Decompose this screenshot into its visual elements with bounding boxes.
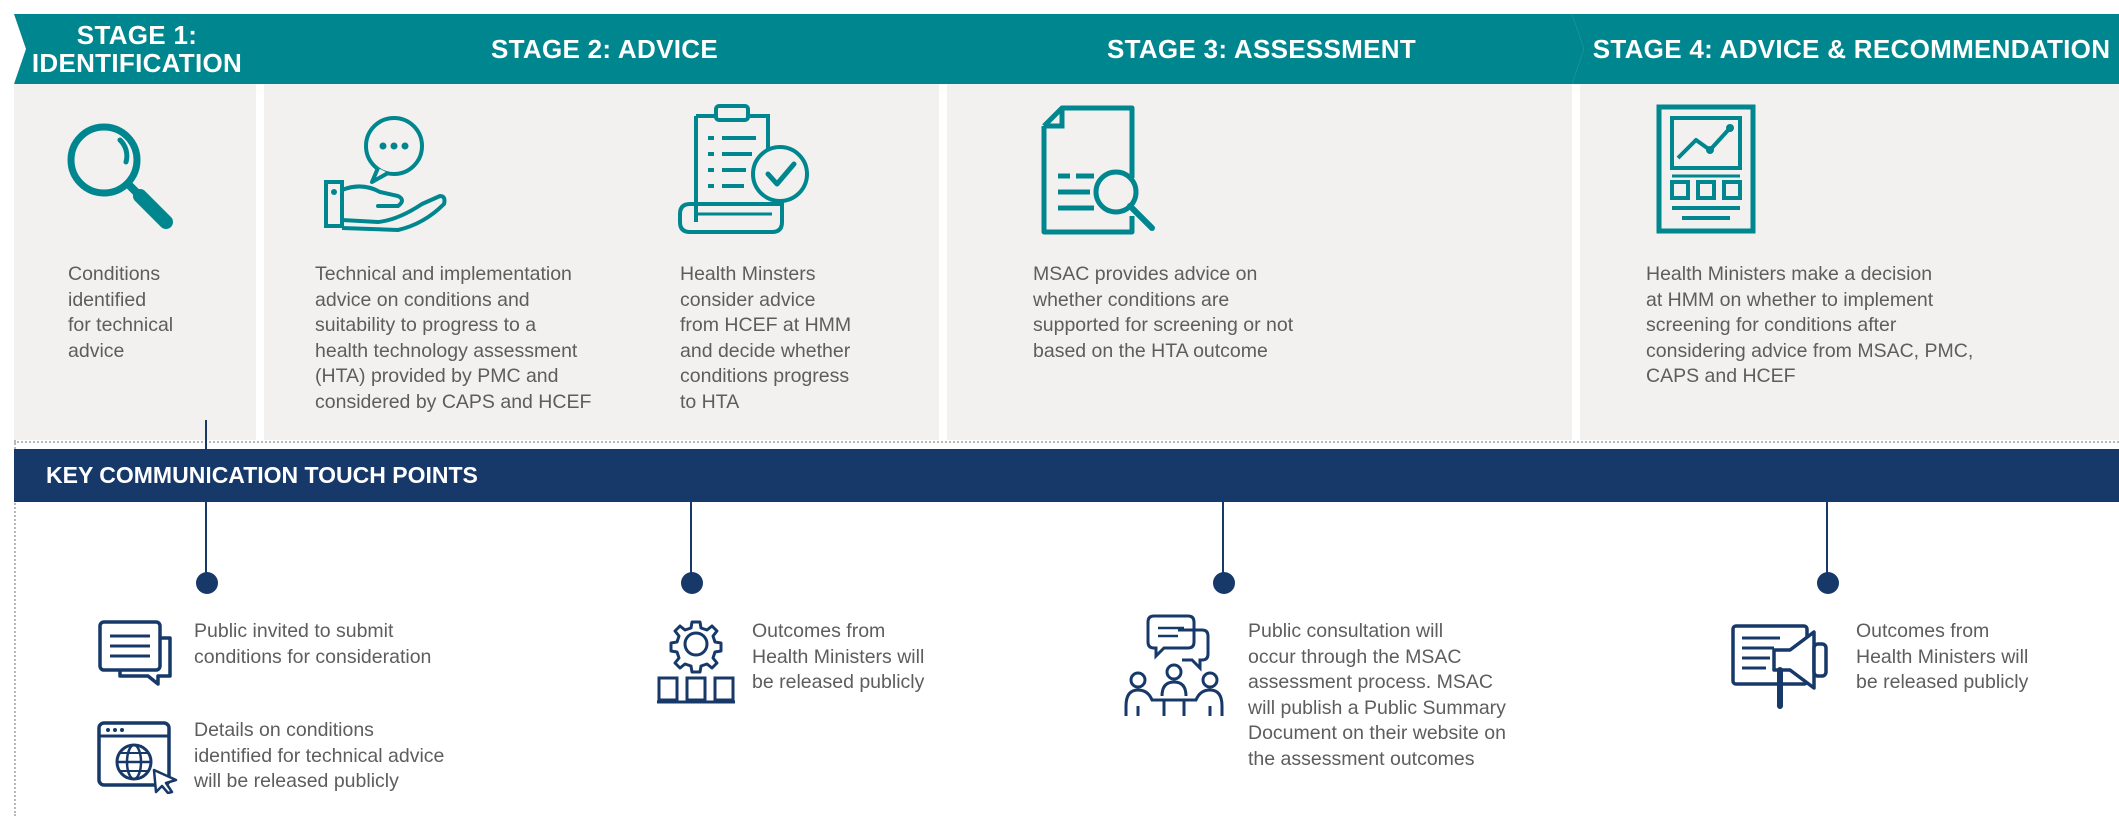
stage-1-title-line2: IDENTIFICATION <box>31 48 243 78</box>
description-line: Health Ministers make a decision <box>1646 263 1933 285</box>
gear-buildings-icon <box>657 620 735 704</box>
stage-1-header: STAGE 1: IDENTIFICATION <box>14 14 272 84</box>
description-line: based on the HTA outcome <box>1033 339 1268 362</box>
touch-point-line: Outcomes from <box>1856 620 1990 642</box>
stage-2-description-b: Health Minsters consider advice from HCE… <box>680 262 851 415</box>
connector-dot <box>196 572 218 594</box>
description-line: for technical <box>68 314 174 336</box>
description-line: from HCEF at HMM <box>680 314 852 336</box>
description-line: consider advice <box>680 288 816 311</box>
touch-point-line: Public invited to submit <box>194 620 394 642</box>
touch-point-line: Document on their website on <box>1248 722 1506 744</box>
touch-point-line: conditions for consideration <box>194 645 432 668</box>
megaphone-report-icon <box>1731 624 1828 709</box>
clipboard-checklist-icon <box>678 104 809 234</box>
hand-speech-bubble-icon <box>324 116 447 232</box>
touch-points-bar <box>14 449 2119 502</box>
description-line: considered by CAPS and HCEF <box>315 390 592 413</box>
stage-2-title: STAGE 2: ADVICE <box>491 34 718 64</box>
stage-2-panel <box>264 84 939 440</box>
touch-point-text-4: Public consultation will occur through t… <box>1248 619 1506 772</box>
magnifier-icon <box>67 123 173 229</box>
touch-point-text-2: Details on conditions identified for tec… <box>194 718 444 795</box>
report-chart-icon <box>1656 104 1756 234</box>
stage-3-panel <box>947 84 1572 440</box>
touch-point-line: be released publicly <box>752 671 925 693</box>
stage-4-panel <box>1580 84 2119 440</box>
description-line: conditions progress <box>680 365 850 387</box>
description-line: (HTA) provided by PMC and <box>315 365 559 387</box>
description-line: Technical and implementation <box>315 263 572 285</box>
stage-1-description: Conditions identified for technical advi… <box>68 262 173 364</box>
stage-4-title: STAGE 4: ADVICE & RECOMMENDATION <box>1592 34 2111 64</box>
touch-point-line: assessment process. MSAC <box>1248 671 1493 693</box>
stage-1-title-line1: STAGE 1: <box>76 20 198 50</box>
stage-2-description-a: Technical and implementation advice on c… <box>315 262 591 415</box>
description-line: considering advice from MSAC, PMC, <box>1646 339 1974 362</box>
stage-4-description: Health Ministers make a decision at HMM … <box>1646 262 1973 390</box>
description-line: and decide whether <box>680 339 851 362</box>
touch-point-line: identified for technical advice <box>194 744 445 767</box>
description-line: advice on conditions and <box>315 288 530 311</box>
connector-dot <box>681 572 703 594</box>
stage-3-description: MSAC provides advice on whether conditio… <box>1033 262 1293 364</box>
description-line: at HMM on whether to implement <box>1646 288 1934 311</box>
description-line: supported for screening or not <box>1033 314 1294 336</box>
touch-point-text-1: Public invited to submit conditions for … <box>194 619 431 670</box>
connector-line <box>1826 502 1828 582</box>
connector-line <box>205 420 207 582</box>
touch-point-line: Health Ministers will <box>1856 645 2029 668</box>
description-line: Conditions <box>68 263 161 285</box>
chat-document-icon <box>98 620 172 686</box>
description-line: Health Minsters <box>680 263 816 285</box>
stage-2-header: STAGE 2: ADVICE <box>256 14 953 84</box>
description-line: whether conditions are <box>1033 288 1230 311</box>
description-line: CAPS and HCEF <box>1646 365 1796 387</box>
touch-points-title: KEY COMMUNICATION TOUCH POINTS <box>46 462 478 488</box>
touch-point-text-5: Outcomes from Health Ministers will be r… <box>1856 619 2028 696</box>
browser-globe-icon <box>97 721 178 794</box>
touch-point-line: be released publicly <box>1856 671 2029 693</box>
connector-dot <box>1213 572 1235 594</box>
touch-point-line: will publish a Public Summary <box>1248 696 1506 719</box>
touch-point-line: Details on conditions <box>194 719 374 741</box>
stage-3-header: STAGE 3: ASSESSMENT <box>939 14 1584 84</box>
description-line: suitability to progress to a <box>315 314 537 336</box>
touch-point-line: occur through the MSAC <box>1248 645 1462 668</box>
connector-line <box>690 502 692 582</box>
touch-point-line: Health Ministers will <box>752 645 925 668</box>
description-line: MSAC provides advice on <box>1033 263 1258 285</box>
meeting-consultation-icon <box>1124 614 1224 716</box>
description-line: advice <box>68 339 125 362</box>
connector-line <box>1222 502 1224 582</box>
separator-dotted-line <box>14 441 2119 443</box>
stage-3-title: STAGE 3: ASSESSMENT <box>1106 34 1417 64</box>
touch-point-line: will be released publicly <box>194 770 399 792</box>
description-line: to HTA <box>680 390 740 413</box>
description-line: identified <box>68 288 147 311</box>
description-line: screening for conditions after <box>1646 314 1897 336</box>
touch-point-line: Outcomes from <box>752 620 886 642</box>
touch-point-line: Public consultation will <box>1248 620 1444 642</box>
connector-dot <box>1817 572 1839 594</box>
touch-point-text-3: Outcomes from Health Ministers will be r… <box>752 619 924 696</box>
document-search-icon <box>1041 105 1155 235</box>
stage-4-header: STAGE 4: ADVICE & RECOMMENDATION <box>1572 14 2119 84</box>
description-line: health technology assessment <box>315 339 578 362</box>
touch-point-line: the assessment outcomes <box>1248 747 1475 770</box>
left-dotted-guide <box>14 440 16 816</box>
